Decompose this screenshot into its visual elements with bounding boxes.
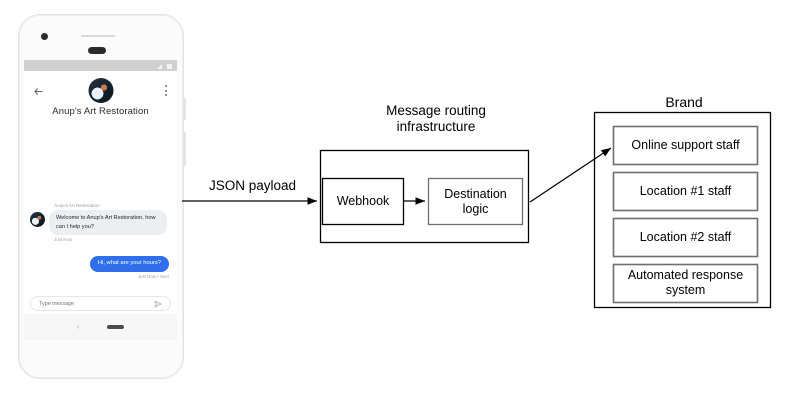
send-icon[interactable] xyxy=(154,300,162,308)
arrow-label-json-payload: JSON payload xyxy=(208,178,297,193)
destination-logic-label: Destination logic xyxy=(444,186,507,216)
battery-icon xyxy=(167,64,172,69)
destination-label-location-2: Location #2 staff xyxy=(639,229,732,244)
arrow-destination-to-brand xyxy=(529,147,612,203)
destination-label-automated-response: Automated response system xyxy=(627,268,744,297)
incoming-message: Anup's Art Restoration Welcome to Anup's… xyxy=(30,203,167,242)
signal-icon xyxy=(157,64,162,69)
proximity-sensor-icon xyxy=(81,35,115,37)
destination-label-online-support: Online support staff xyxy=(631,137,740,152)
destination-label-location-1: Location #1 staff xyxy=(639,183,732,198)
avatar xyxy=(88,78,113,103)
status-bar xyxy=(24,60,177,71)
chat-title: Anup's Art Restoration xyxy=(52,106,149,117)
phone-volume-button[interactable] xyxy=(183,98,186,120)
incoming-avatar xyxy=(30,212,45,227)
destination-box-automated-response[interactable] xyxy=(612,263,759,304)
phone-power-button[interactable] xyxy=(183,132,186,166)
overflow-menu-icon[interactable] xyxy=(165,85,168,98)
phone-mockup: Anup's Art Restoration Anup's Art Restor… xyxy=(18,14,186,379)
destination-box-location-2[interactable] xyxy=(612,217,759,258)
earpiece-speaker-icon xyxy=(88,47,106,54)
incoming-message-time: Just Now xyxy=(54,237,73,243)
webhook-box[interactable] xyxy=(321,177,405,226)
brand-container xyxy=(593,111,772,309)
chat-app-bar: Anup's Art Restoration xyxy=(24,71,177,129)
back-arrow-icon[interactable] xyxy=(33,86,44,97)
incoming-message-bubble: Welcome to Anup's Art Restoration, how c… xyxy=(49,210,167,236)
infrastructure-title: Message routing infrastructure xyxy=(386,103,486,134)
destination-box-online-support[interactable] xyxy=(612,125,759,166)
nav-back-icon[interactable]: ‹ xyxy=(76,323,80,331)
destination-logic-box[interactable] xyxy=(427,177,524,226)
nav-home-pill-icon[interactable] xyxy=(107,325,125,329)
outgoing-message-bubble: Hi, what are your hours? xyxy=(89,256,169,272)
chat-thread: Anup's Art Restoration Welcome to Anup's… xyxy=(24,129,177,285)
brand-title: Brand xyxy=(665,94,703,110)
front-camera-icon xyxy=(41,33,48,40)
outgoing-message-time: Just Now • Sent xyxy=(137,273,169,279)
message-composer xyxy=(24,296,177,314)
phone-screen: Anup's Art Restoration Anup's Art Restor… xyxy=(24,60,177,340)
webhook-label: Webhook xyxy=(336,194,390,208)
composer-pill[interactable] xyxy=(30,296,171,311)
destination-box-location-1[interactable] xyxy=(612,171,759,212)
phone-nav-bar: ‹ xyxy=(24,314,177,340)
message-input[interactable] xyxy=(39,300,154,307)
outgoing-message: Hi, what are your hours? Just Now • Sent xyxy=(89,251,169,279)
incoming-message-sender: Anup's Art Restoration xyxy=(54,203,100,208)
